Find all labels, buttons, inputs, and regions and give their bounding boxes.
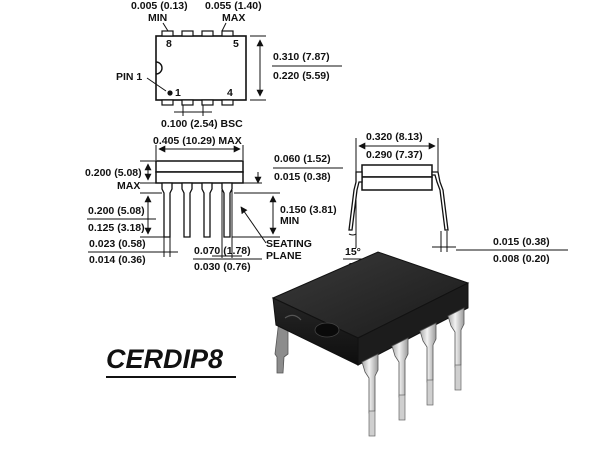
pin-width-max-leader bbox=[221, 22, 227, 32]
row-spacing-max-value: 0.320 (8.13) bbox=[366, 131, 423, 143]
pin1-label: PIN 1 bbox=[116, 71, 142, 83]
top-view-body bbox=[155, 35, 247, 101]
seating-plane-label-2: PLANE bbox=[266, 250, 302, 262]
pin-width-max-value: 0.055 (1.40) bbox=[205, 0, 262, 12]
pin-number-1: 1 bbox=[175, 87, 181, 99]
pin-number-5: 5 bbox=[233, 38, 239, 50]
end-view-lead-right bbox=[431, 171, 449, 231]
lead-thickness-max-value: 0.015 (0.38) bbox=[493, 236, 550, 248]
end-view-body-bottom bbox=[361, 176, 433, 191]
package-title: CERDIP8 bbox=[106, 344, 223, 374]
pin-width-min-value: 0.005 (0.13) bbox=[131, 0, 188, 12]
standoff-max-value: 0.060 (1.52) bbox=[274, 153, 331, 165]
pin1-notch bbox=[155, 61, 163, 75]
pin-width-min-tag: MIN bbox=[148, 12, 167, 24]
angle-max-value: 15° bbox=[345, 246, 361, 258]
shoulder-min-value: 0.030 (0.76) bbox=[194, 261, 251, 273]
chip-front-leads bbox=[361, 307, 465, 414]
standoff-min-value: 0.015 (0.38) bbox=[274, 171, 331, 183]
pin1-dot bbox=[167, 90, 173, 96]
width-max-value: 0.310 (7.87) bbox=[273, 51, 330, 63]
pin-number-8: 8 bbox=[166, 38, 172, 50]
height-max-value: 0.200 (5.08) bbox=[85, 167, 142, 179]
side-view-body-bottom bbox=[155, 171, 244, 184]
lead-width-min-value: 0.014 (0.36) bbox=[89, 254, 146, 266]
pitch-value: 0.100 (2.54) BSC bbox=[161, 118, 243, 130]
lead-length-min-value: 0.125 (3.18) bbox=[88, 222, 145, 234]
side-view: 0.405 (10.29) MAX 0.200 (5.08) MAX 0.060… bbox=[85, 135, 343, 273]
chip-back-leads bbox=[274, 319, 289, 374]
seating-height-value: 0.150 (3.81) bbox=[280, 204, 337, 216]
seating-plane-label-1: SEATING bbox=[266, 238, 312, 250]
top-pins bbox=[161, 30, 234, 106]
seating-plane-leader bbox=[240, 206, 267, 244]
angle-arc bbox=[348, 233, 357, 236]
chip-notch bbox=[284, 314, 302, 321]
row-spacing-min-value: 0.290 (7.37) bbox=[366, 149, 423, 161]
seating-height-tag: MIN bbox=[280, 215, 299, 227]
pin1-leader bbox=[146, 77, 167, 92]
lead-length-max-value: 0.200 (5.08) bbox=[88, 205, 145, 217]
chip-lead-tips bbox=[368, 364, 462, 437]
chip-body-right bbox=[357, 282, 469, 366]
side-view-leads bbox=[161, 182, 233, 238]
pin-number-4: 4 bbox=[227, 87, 233, 99]
pin-width-min-leader bbox=[162, 22, 169, 32]
side-view-body-top bbox=[155, 160, 244, 173]
chip-pin1-dimple bbox=[314, 322, 340, 338]
end-view-body-top bbox=[361, 164, 433, 178]
chip-photo bbox=[271, 251, 470, 437]
end-view: 0.320 (8.13) 0.290 (7.37) 15° 0° 0.015 (… bbox=[343, 131, 568, 273]
pin-width-max-tag: MAX bbox=[222, 12, 245, 24]
lead-width-max-value: 0.023 (0.58) bbox=[89, 238, 146, 250]
lead-thickness-min-value: 0.008 (0.20) bbox=[493, 253, 550, 265]
length-max-value: 0.405 (10.29) MAX bbox=[153, 135, 242, 147]
width-min-value: 0.220 (5.59) bbox=[273, 70, 330, 82]
shoulder-max-value: 0.070 (1.78) bbox=[194, 245, 251, 257]
top-view: 8 5 1 4 0.005 (0.13) MIN 0.055 (1.40) MA… bbox=[116, 0, 342, 130]
height-max-tag: MAX bbox=[117, 180, 140, 192]
